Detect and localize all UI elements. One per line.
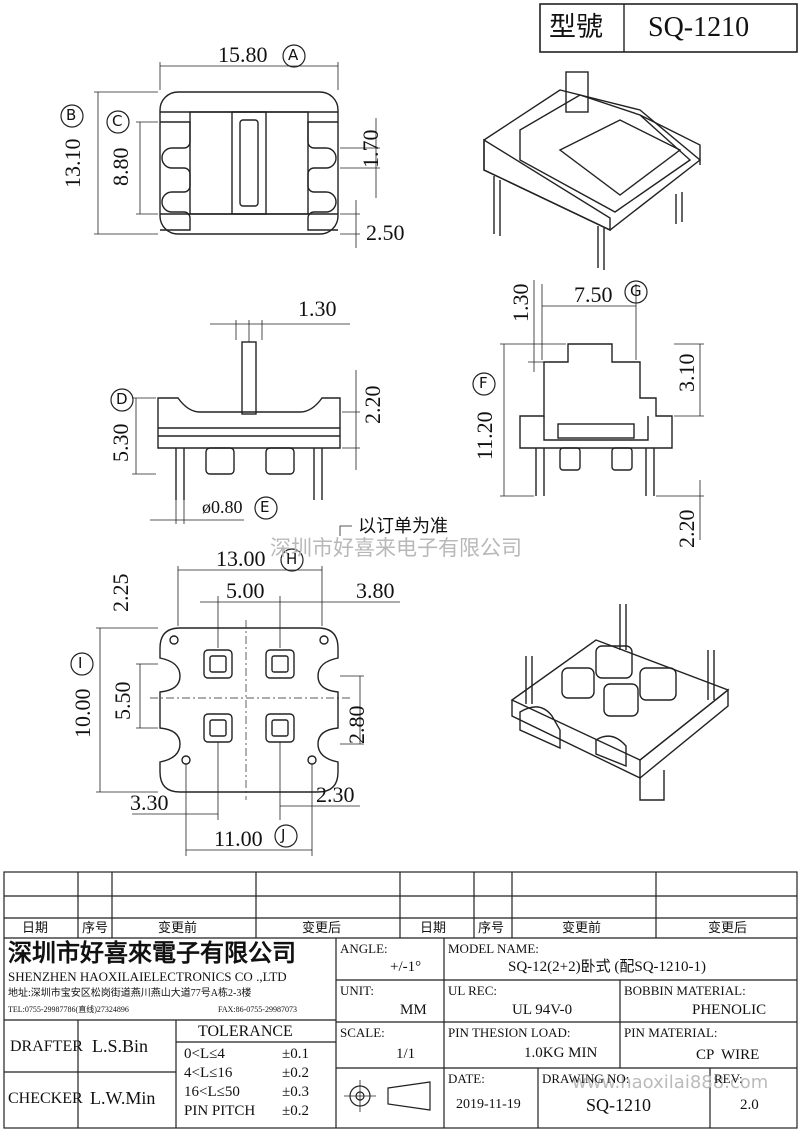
tol-value-1: ±0.2: [282, 1065, 309, 1081]
dim-bot-h: 10.00: [70, 688, 95, 739]
tol-range-0: 0<L≤4: [184, 1046, 225, 1062]
dim-front-w: 7.50: [574, 282, 613, 307]
tol-range-1: 4<L≤16: [184, 1065, 233, 1081]
company-fax: FAX:86-0755-29987073: [218, 1005, 297, 1014]
angle-label: ANGLE:: [340, 941, 388, 956]
dim-top-inner-h: 8.80: [108, 147, 133, 187]
top-view: [94, 62, 380, 248]
front-view: [500, 280, 704, 540]
dim-bot-inner: 5.00: [226, 578, 265, 603]
date-value: 2019-11-19: [456, 1097, 521, 1112]
bobbin-label: BOBBIN MATERIAL:: [624, 983, 746, 998]
company-address: 地址:深圳市宝安区松岗街道燕川燕山大道77号A栋2-3楼: [8, 988, 252, 999]
header-box: [539, 3, 798, 53]
tag-e: E: [260, 498, 270, 516]
dim-side-pin-gap: 1.30: [298, 296, 337, 321]
side-view: [132, 320, 360, 524]
dim-top-width: 15.80: [218, 42, 268, 67]
pin-mat-label: PIN MATERIAL:: [624, 1025, 718, 1040]
circled-tags: [60, 44, 648, 848]
drawing-value: SQ-1210: [586, 1095, 652, 1115]
tag-g: G: [630, 282, 642, 300]
drawing-label: DRAWING NO:: [542, 1071, 630, 1086]
iso-view-top: [483, 71, 702, 270]
date-label: DATE:: [448, 1071, 485, 1086]
drafter-label: DRAFTER: [10, 1038, 83, 1055]
pin-load-label: PIN THESION LOAD:: [448, 1025, 571, 1040]
scale-label: SCALE:: [340, 1025, 385, 1040]
pin-mat-value: CP WIRE: [696, 1047, 760, 1063]
drafter-name: L.S.Bin: [92, 1036, 149, 1056]
rev-after-label-2: 变更后: [708, 920, 748, 935]
rev-before-label-1: 变更前: [158, 920, 198, 935]
dim-bot-top: 2.25: [108, 573, 133, 613]
tol-range-2: 16<L≤50: [184, 1084, 240, 1100]
rev-value: 2.0: [740, 1097, 759, 1113]
dim-side-step: 2.20: [360, 385, 385, 425]
pin-note: 以订单为准: [358, 516, 448, 537]
rev-date-label-2: 日期: [420, 920, 447, 935]
dim-front-step: 1.30: [508, 283, 533, 323]
bobbin-value: PHENOLIC: [692, 1002, 767, 1018]
tag-a: A: [288, 46, 299, 64]
dim-bot-right: 3.80: [356, 578, 395, 603]
pin-load-value: 1.0KG MIN: [524, 1045, 598, 1061]
tol-value-3: ±0.2: [282, 1103, 309, 1119]
dim-side-h: 5.30: [108, 423, 133, 463]
iso-view-bottom: [510, 604, 730, 801]
bottom-view: [96, 566, 400, 856]
dim-bot-left-off: 3.30: [130, 790, 169, 815]
dim-front-top: 3.10: [674, 353, 699, 393]
dim-top-depth: 2.50: [366, 220, 405, 245]
title-block-grid: [3, 871, 798, 1129]
rev-seq-label-1: 序号: [82, 920, 109, 935]
dim-bot-right-off: 2.30: [316, 782, 355, 807]
model-name-value: SQ-12(2+2)卧式 (配SQ-1210-1): [508, 959, 707, 975]
company-tel: TEL:0755-29987786(直线)27324896: [8, 1005, 129, 1014]
tag-f: F: [479, 374, 488, 392]
rev-seq-label-2: 序号: [478, 920, 505, 935]
rev-date-label-1: 日期: [22, 920, 49, 935]
scale-value: 1/1: [396, 1046, 416, 1062]
unit-value: MM: [400, 1002, 427, 1018]
checker-label: CHECKER: [8, 1090, 83, 1107]
dim-bot-mid: 5.50: [110, 681, 135, 721]
watermark-url: www.haoxilai888.com: [572, 1072, 769, 1093]
model-value: SQ-1210: [648, 12, 750, 43]
dim-bot-w: 13.00: [216, 546, 266, 571]
company-en: SHENZHEN HAOXILAIELECTRONICS CO .,LTD: [8, 969, 287, 984]
tag-j: J: [281, 826, 286, 844]
tol-range-3: PIN PITCH: [184, 1103, 256, 1119]
watermark-center: 深圳市好喜来电子有限公司: [270, 536, 522, 560]
ul-label: UL REC:: [448, 983, 497, 998]
tag-h: H: [286, 550, 298, 568]
angle-value: +/-1°: [390, 959, 422, 975]
company-cn: 深圳市好喜來電子有限公司: [8, 939, 296, 967]
tol-value-0: ±0.1: [282, 1046, 309, 1062]
tolerance-label: TOLERANCE: [198, 1023, 293, 1040]
model-label: 型號: [549, 12, 603, 43]
pin-note-leader: [339, 525, 352, 536]
tag-c: C: [112, 112, 123, 130]
dim-top-outer-h: 13.10: [60, 138, 85, 189]
tag-i: I: [78, 654, 83, 672]
model-name-label: MODEL NAME:: [448, 941, 539, 956]
dim-top-notch: 1.70: [358, 129, 383, 169]
dim-side-pin-dia: ø0.80: [202, 497, 243, 517]
dim-front-pin: 2.20: [674, 509, 699, 549]
rev-after-label-1: 变更后: [302, 920, 342, 935]
rev-label: REV:: [714, 1071, 743, 1086]
ul-value: UL 94V-0: [512, 1002, 573, 1018]
tol-value-2: ±0.3: [282, 1084, 309, 1100]
dim-bot-pad: 2.80: [344, 705, 369, 745]
checker-name: L.W.Min: [90, 1088, 156, 1108]
dim-front-h: 11.20: [472, 411, 497, 460]
tag-b: B: [66, 106, 77, 124]
tag-d: D: [116, 390, 128, 408]
dim-bot-pitch: 11.00: [214, 826, 263, 851]
rev-before-label-2: 变更前: [562, 920, 602, 935]
unit-label: UNIT:: [340, 983, 375, 998]
